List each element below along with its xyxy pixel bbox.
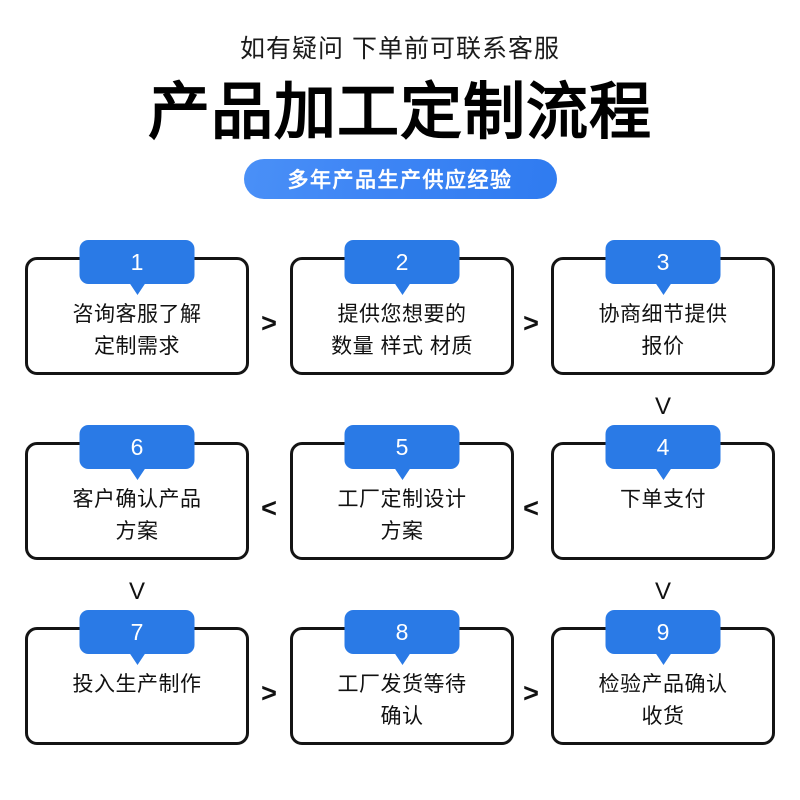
badge-pointer-icon <box>655 468 671 480</box>
connector-arrow-right-icon: > <box>261 308 277 338</box>
connector-arrow-right-icon: > <box>523 678 539 708</box>
badge-pointer-icon <box>655 653 671 665</box>
badge-pointer-icon <box>394 653 410 665</box>
step-number-badge: 6 <box>79 425 195 480</box>
step-number-badge: 7 <box>79 610 195 665</box>
badge-pointer-icon <box>129 283 145 295</box>
step-number-badge: 5 <box>344 425 460 480</box>
flow-step-card[interactable]: 4 下单支付 <box>551 425 775 560</box>
pill-banner-wrap: 多年产品生产供应经验 <box>0 158 800 199</box>
step-number-badge: 8 <box>344 610 460 665</box>
step-number: 4 <box>656 434 670 460</box>
badge-pointer-icon <box>394 468 410 480</box>
step-number: 2 <box>395 249 409 275</box>
step-number: 3 <box>656 249 670 275</box>
step-label: 检验产品确认 收货 <box>598 673 728 728</box>
step-label: 协商细节提供 报价 <box>598 303 728 358</box>
page-header: 如有疑问 下单前可联系客服 产品加工定制流程 多年产品生产供应经验 <box>0 0 800 199</box>
connector-arrow-left-icon: < <box>523 493 539 523</box>
flow-step-card[interactable]: 3 协商细节提供 报价 <box>551 240 775 375</box>
flow-step-card[interactable]: 7 投入生产制作 <box>25 610 249 745</box>
step-box <box>290 442 514 560</box>
step-label: 咨询客服了解 定制需求 <box>72 303 202 358</box>
flow-row: 1 咨询客服了解 定制需求 > 2 提供您想要的 数量 样式 材质 > 3 协商… <box>0 240 800 430</box>
connector-arrow-left-icon: < <box>261 493 277 523</box>
flow-step-card[interactable]: 5 工厂定制设计 方案 <box>290 425 514 560</box>
step-label: 工厂定制设计 方案 <box>337 488 467 543</box>
connector-arrow-down-icon: V <box>128 578 145 605</box>
step-number: 7 <box>130 619 144 645</box>
process-flow-diagram: 1 咨询客服了解 定制需求 > 2 提供您想要的 数量 样式 材质 > 3 协商… <box>0 240 800 800</box>
step-label: 工厂发货等待 确认 <box>337 673 467 728</box>
header-subheadline: 如有疑问 下单前可联系客服 <box>240 35 560 63</box>
step-number-badge: 9 <box>605 610 721 665</box>
page-title: 产品加工定制流程 <box>147 77 652 147</box>
badge-pointer-icon <box>129 653 145 665</box>
step-number-badge: 4 <box>605 425 721 480</box>
step-number: 6 <box>130 434 144 460</box>
flow-step-card[interactable]: 2 提供您想要的 数量 样式 材质 <box>290 240 514 375</box>
flow-step-card[interactable]: 9 检验产品确认 收货 <box>551 610 775 745</box>
flow-step-card[interactable]: 8 工厂发货等待 确认 <box>290 610 514 745</box>
flow-row: 7 投入生产制作 > 8 工厂发货等待 确认 > 9 检验产品确认 收货 <box>0 610 800 800</box>
step-number-badge: 2 <box>344 240 460 295</box>
flow-row: 6 客户确认产品 方案 < 5 工厂定制设计 方案 < 4 下单支付 V V <box>0 425 800 615</box>
step-number-badge: 1 <box>79 240 195 295</box>
connector-arrow-right-icon: > <box>261 678 277 708</box>
step-number: 9 <box>656 619 670 645</box>
connector-arrow-right-icon: > <box>523 308 539 338</box>
step-label: 投入生产制作 <box>72 673 202 696</box>
step-label: 客户确认产品 方案 <box>72 488 202 543</box>
step-number-badge: 3 <box>605 240 721 295</box>
step-box <box>25 442 249 560</box>
step-number: 1 <box>130 249 144 275</box>
step-label: 提供您想要的 数量 样式 材质 <box>331 303 473 358</box>
step-number: 8 <box>395 619 409 645</box>
badge-pointer-icon <box>394 283 410 295</box>
flow-step-card[interactable]: 6 客户确认产品 方案 <box>25 425 249 560</box>
experience-pill-banner: 多年产品生产供应经验 <box>243 158 557 199</box>
badge-pointer-icon <box>129 468 145 480</box>
connector-arrow-down-icon: V <box>654 393 671 420</box>
flow-step-card[interactable]: 1 咨询客服了解 定制需求 <box>25 240 249 375</box>
connector-arrow-down-icon: V <box>654 578 671 605</box>
step-number: 5 <box>395 434 409 460</box>
badge-pointer-icon <box>655 283 671 295</box>
step-label: 下单支付 <box>620 488 706 511</box>
